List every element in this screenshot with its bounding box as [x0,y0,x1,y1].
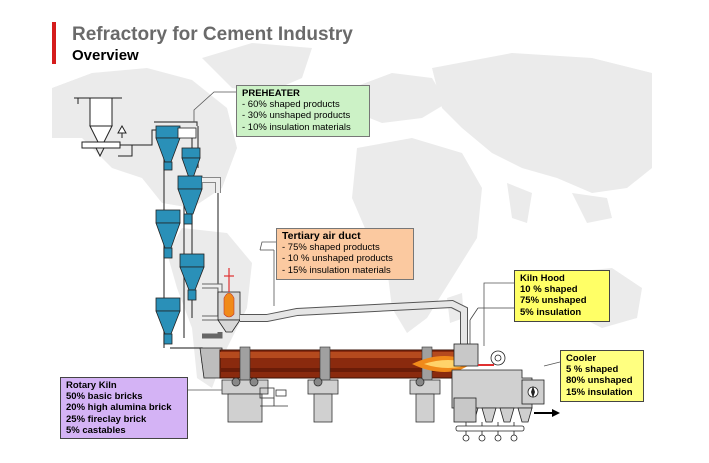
tertiary-line-3: - 15% insulation materials [282,264,391,276]
cyclone-stage-4 [179,253,205,301]
tertiary-line-1: - 75% shaped products [282,242,380,254]
cooler-line-3: 15% insulation [566,386,633,398]
slide-subtitle: Overview [72,47,139,64]
raw-meal-silo-icon [74,97,164,158]
rotary-kiln-line-3: 25% fireclay brick [66,413,147,425]
cooler-line-1: 5 % shaped [566,364,619,376]
callout-lines [188,91,561,391]
cyclone-stage-3 [155,209,181,259]
cyclone-stage-2 [177,175,221,225]
preheater-line-1: - 60% shaped products [242,99,340,111]
cooler-callout: Cooler 5 % shaped 80% unshaped 15% insul… [560,350,644,402]
kiln-hood-callout: Kiln Hood 10 % shaped 75% unshaped 5% in… [514,270,610,322]
title-accent-bar [52,22,56,64]
kiln-hood [453,307,514,367]
slide-title: Refractory for Cement Industry [72,24,353,45]
rotary-kiln-line-1: 50% basic bricks [66,391,143,403]
cyclone-stage-1b [181,147,201,179]
cyclone-stage-1 [155,125,197,171]
calciner [202,268,241,339]
preheater-callout: PREHEATER - 60% shaped products - 30% un… [236,85,370,137]
kiln-hood-line-2: 75% unshaped [520,295,587,307]
preheater-title: PREHEATER [242,88,300,99]
cyclone-stage-5 [155,297,181,345]
cement-plant-diagram [74,91,561,442]
rotary-kiln-title: Rotary Kiln [66,380,117,391]
rotary-kiln-line-4: 5% castables [66,424,126,436]
kiln-hood-line-3: 5% insulation [520,306,582,318]
kiln-supports [221,377,441,423]
slide: Refractory for Cement Industry Overview [52,18,652,458]
cooler-line-2: 80% unshaped [566,375,633,387]
kiln-inlet [199,347,223,379]
kiln-hood-line-1: 10 % shaped [520,284,578,296]
tertiary-air-duct [240,249,468,344]
clinker-cooler [451,369,560,442]
rotary-kiln-callout: Rotary Kiln 50% basic bricks 20% high al… [60,377,188,439]
kiln-hood-title: Kiln Hood [520,273,565,284]
rotary-kiln-line-2: 20% high alumina brick [66,402,172,414]
cooler-title: Cooler [566,353,597,364]
preheater-line-3: - 10% insulation materials [242,121,351,133]
tertiary-title: Tertiary air duct [282,230,361,242]
kiln-drive-icon [259,387,288,407]
rotary-kiln-shell [219,346,472,382]
tertiary-line-2: - 10 % unshaped products [282,253,393,265]
tertiary-air-duct-callout: Tertiary air duct - 75% shaped products … [276,228,414,280]
preheater-line-2: - 30% unshaped products [242,110,351,122]
